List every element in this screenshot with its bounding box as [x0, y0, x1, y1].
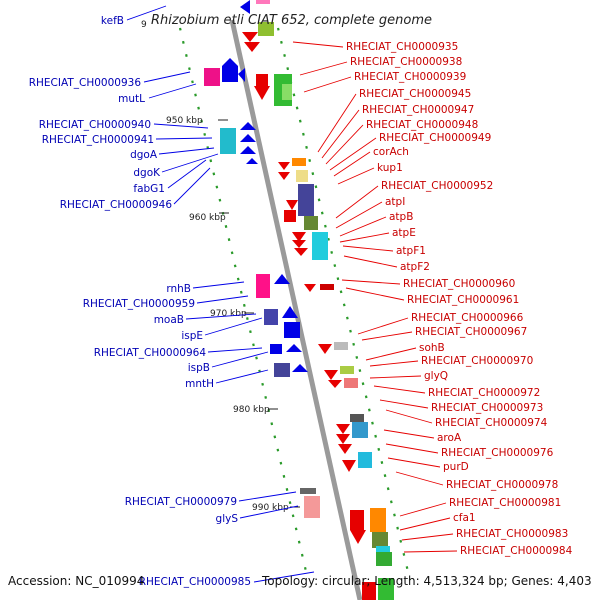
- gene-label[interactable]: RHECIAT_CH0000978: [446, 479, 558, 491]
- gene-label[interactable]: ispB: [188, 362, 210, 374]
- gene-label[interactable]: atpI: [385, 196, 405, 208]
- gene-label[interactable]: mntH: [185, 378, 214, 390]
- gene-label[interactable]: RHECIAT_CH0000947: [362, 104, 474, 116]
- gene-label[interactable]: atpF1: [396, 245, 426, 257]
- gene-label[interactable]: RHECIAT_CH0000959: [83, 298, 195, 310]
- gene-label[interactable]: fabG1: [133, 183, 165, 195]
- gene-label[interactable]: RHECIAT_CH0000984: [460, 545, 573, 557]
- tick-top-partial: 9: [141, 20, 147, 30]
- gene-label[interactable]: RHECIAT_CH0000961: [407, 294, 519, 306]
- gene-label[interactable]: corAch: [373, 146, 409, 158]
- forward-genes: [204, 0, 320, 518]
- gene-label[interactable]: kup1: [377, 162, 403, 174]
- gene-label[interactable]: moaB: [154, 314, 184, 326]
- gene-label[interactable]: atpB: [389, 211, 413, 223]
- gene-label[interactable]: aroA: [437, 432, 462, 444]
- gene-label[interactable]: purD: [443, 461, 469, 473]
- gene-label[interactable]: RHECIAT_CH0000974: [435, 417, 548, 429]
- gene-label[interactable]: RHECIAT_CH0000935: [346, 41, 458, 53]
- gene-label[interactable]: ispE: [181, 330, 203, 342]
- gene-label[interactable]: RHECIAT_CH0000960: [403, 278, 515, 290]
- gene-label[interactable]: RHECIAT_CH0000941: [42, 134, 154, 146]
- gene-label[interactable]: RHECIAT_CH0000966: [411, 312, 524, 324]
- gene-label[interactable]: RHECIAT_CH0000970: [421, 355, 533, 367]
- gene-label[interactable]: RHECIAT_CH0000967: [415, 326, 527, 338]
- gene-label[interactable]: RHECIAT_CH0000946: [60, 199, 173, 211]
- genome-title: Rhizobium etli CIAT 652, complete genome: [151, 13, 432, 28]
- gene-label[interactable]: atpF2: [400, 261, 430, 273]
- tick-970: 970 kbp: [210, 309, 247, 319]
- gene-label[interactable]: RHECIAT_CH0000983: [456, 528, 568, 540]
- gene-label[interactable]: RHECIAT_CH0000981: [449, 497, 561, 509]
- tick-980: 980 kbp: [233, 405, 270, 415]
- reverse-genes: [242, 22, 394, 600]
- gene-label[interactable]: glyQ: [424, 370, 448, 382]
- gene-label[interactable]: RHECIAT_CH0000940: [39, 119, 151, 131]
- topology-info: Topology: circular; Length: 4,513,324 bp…: [261, 574, 592, 588]
- gene-label[interactable]: RHECIAT_CH0000976: [441, 447, 554, 459]
- gene-label[interactable]: RHECIAT_CH0000948: [366, 119, 478, 131]
- tick-990: 990 kbp: [252, 503, 289, 513]
- gene-label[interactable]: mutL: [118, 93, 145, 105]
- gene-label[interactable]: RHECIAT_CH0000949: [379, 132, 491, 144]
- gene-label[interactable]: kefB: [101, 15, 124, 27]
- genome-backbone: [229, 19, 363, 600]
- gene-label[interactable]: glyS: [216, 513, 239, 525]
- gene-label[interactable]: RHECIAT_CH0000964: [94, 347, 207, 359]
- gene-label[interactable]: RHECIAT_CH0000939: [354, 71, 466, 83]
- gene-label[interactable]: rnhB: [166, 283, 191, 295]
- gene-label[interactable]: cfa1: [453, 512, 476, 524]
- tick-950: 950 kbp: [166, 116, 203, 126]
- gene-label[interactable]: dgoK: [133, 167, 161, 179]
- gene-label[interactable]: sohB: [419, 342, 445, 354]
- reverse-leader-lines: [292, 41, 458, 553]
- accession-info: Accession: NC_010994: [8, 574, 144, 588]
- scale-ticks: 9 950 kbp 960 kbp 970 kbp 980 kbp 990 kb…: [141, 20, 300, 513]
- gene-label[interactable]: RHECIAT_CH0000936: [29, 77, 142, 89]
- gene-label[interactable]: RHECIAT_CH0000979: [125, 496, 237, 508]
- gene-label[interactable]: atpE: [392, 227, 416, 239]
- forward-leader-lines: [126, 5, 315, 583]
- gene-label[interactable]: RHECIAT_CH0000972: [428, 387, 540, 399]
- reverse-gene-labels: RHECIAT_CH0000935 RHECIAT_CH0000938 RHEC…: [346, 41, 573, 557]
- gene-label[interactable]: RHECIAT_CH0000973: [431, 402, 543, 414]
- forward-gene-labels: kefB RHECIAT_CH0000936 mutL RHECIAT_CH00…: [29, 15, 251, 588]
- gene-label[interactable]: RHECIAT_CH0000938: [350, 56, 462, 68]
- gene-label[interactable]: RHECIAT_CH0000952: [381, 180, 493, 192]
- inner-dot-track: [276, 27, 412, 581]
- tick-960: 960 kbp: [189, 213, 226, 223]
- gene-label[interactable]: RHECIAT_CH0000945: [359, 88, 471, 100]
- gene-label[interactable]: RHECIAT_CH0000985: [139, 576, 251, 588]
- gene-label[interactable]: dgoA: [130, 149, 158, 161]
